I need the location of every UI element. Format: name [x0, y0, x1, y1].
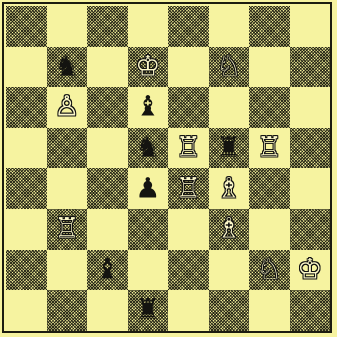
- square-e7[interactable]: [168, 47, 209, 88]
- square-g6[interactable]: [249, 87, 290, 128]
- black-bishop-icon[interactable]: ♝: [92, 254, 122, 284]
- square-b4[interactable]: [47, 168, 88, 209]
- square-f7[interactable]: ♘: [209, 47, 250, 88]
- square-c7[interactable]: [87, 47, 128, 88]
- square-a1[interactable]: [6, 290, 47, 331]
- square-c2[interactable]: ♝: [87, 250, 128, 291]
- white-knight-icon[interactable]: ♘: [214, 51, 244, 81]
- square-a8[interactable]: [6, 6, 47, 47]
- square-a7[interactable]: [6, 47, 47, 88]
- white-knight-icon[interactable]: ♘: [254, 254, 284, 284]
- square-d7[interactable]: ♔: [128, 47, 169, 88]
- square-h4[interactable]: [290, 168, 331, 209]
- square-b5[interactable]: [47, 128, 88, 169]
- square-f5[interactable]: ♜: [209, 128, 250, 169]
- square-d3[interactable]: [128, 209, 169, 250]
- square-d5[interactable]: ♞: [128, 128, 169, 169]
- square-b6[interactable]: ♙: [47, 87, 88, 128]
- square-e5[interactable]: ♖: [168, 128, 209, 169]
- square-f1[interactable]: [209, 290, 250, 331]
- square-g7[interactable]: [249, 47, 290, 88]
- square-e8[interactable]: [168, 6, 209, 47]
- square-h1[interactable]: [290, 290, 331, 331]
- square-c5[interactable]: [87, 128, 128, 169]
- square-g2[interactable]: ♘: [249, 250, 290, 291]
- square-h5[interactable]: [290, 128, 331, 169]
- square-g5[interactable]: ♖: [249, 128, 290, 169]
- square-d6[interactable]: ♝: [128, 87, 169, 128]
- black-rook-icon[interactable]: ♜: [133, 295, 163, 325]
- square-d4[interactable]: ♟: [128, 168, 169, 209]
- square-f3[interactable]: ♗: [209, 209, 250, 250]
- white-rook-icon[interactable]: ♖: [254, 132, 284, 162]
- white-king-icon[interactable]: ♔: [295, 254, 325, 284]
- square-b7[interactable]: ♞: [47, 47, 88, 88]
- square-f2[interactable]: [209, 250, 250, 291]
- chess-board: ♞ ♔ ♘ ♙ ♝ ♞ ♖ ♜ ♖ ♟ ♖ ♗ ♖ ♗ ♝ ♘ ♔ ♜: [6, 6, 330, 331]
- square-g3[interactable]: [249, 209, 290, 250]
- black-rook-icon[interactable]: ♜: [214, 132, 244, 162]
- square-d2[interactable]: [128, 250, 169, 291]
- square-h3[interactable]: [290, 209, 331, 250]
- square-h6[interactable]: [290, 87, 331, 128]
- white-king-icon[interactable]: ♔: [133, 51, 163, 81]
- white-rook-icon[interactable]: ♖: [52, 214, 82, 244]
- square-e2[interactable]: [168, 250, 209, 291]
- square-b2[interactable]: [47, 250, 88, 291]
- black-bishop-icon[interactable]: ♝: [133, 92, 163, 122]
- square-a2[interactable]: [6, 250, 47, 291]
- square-b8[interactable]: [47, 6, 88, 47]
- square-e1[interactable]: [168, 290, 209, 331]
- square-e6[interactable]: [168, 87, 209, 128]
- square-b1[interactable]: [47, 290, 88, 331]
- square-a5[interactable]: [6, 128, 47, 169]
- square-h2[interactable]: ♔: [290, 250, 331, 291]
- square-a3[interactable]: [6, 209, 47, 250]
- square-g8[interactable]: [249, 6, 290, 47]
- black-knight-icon[interactable]: ♞: [133, 132, 163, 162]
- white-bishop-icon[interactable]: ♗: [214, 214, 244, 244]
- white-pawn-icon[interactable]: ♙: [52, 92, 82, 122]
- square-c4[interactable]: [87, 168, 128, 209]
- square-a4[interactable]: [6, 168, 47, 209]
- square-a6[interactable]: [6, 87, 47, 128]
- square-e4[interactable]: ♖: [168, 168, 209, 209]
- square-c3[interactable]: [87, 209, 128, 250]
- square-d1[interactable]: ♜: [128, 290, 169, 331]
- square-b3[interactable]: ♖: [47, 209, 88, 250]
- square-f6[interactable]: [209, 87, 250, 128]
- square-h7[interactable]: [290, 47, 331, 88]
- white-rook-icon[interactable]: ♖: [173, 132, 203, 162]
- black-knight-icon[interactable]: ♞: [52, 51, 82, 81]
- black-pawn-icon[interactable]: ♟: [133, 173, 163, 203]
- square-h8[interactable]: [290, 6, 331, 47]
- square-f4[interactable]: ♗: [209, 168, 250, 209]
- square-g1[interactable]: [249, 290, 290, 331]
- square-c1[interactable]: [87, 290, 128, 331]
- white-bishop-icon[interactable]: ♗: [214, 173, 244, 203]
- square-c8[interactable]: [87, 6, 128, 47]
- chess-board-frame: ♞ ♔ ♘ ♙ ♝ ♞ ♖ ♜ ♖ ♟ ♖ ♗ ♖ ♗ ♝ ♘ ♔ ♜: [2, 2, 332, 333]
- white-rook-icon[interactable]: ♖: [173, 173, 203, 203]
- square-e3[interactable]: [168, 209, 209, 250]
- square-d8[interactable]: [128, 6, 169, 47]
- square-c6[interactable]: [87, 87, 128, 128]
- square-g4[interactable]: [249, 168, 290, 209]
- square-f8[interactable]: [209, 6, 250, 47]
